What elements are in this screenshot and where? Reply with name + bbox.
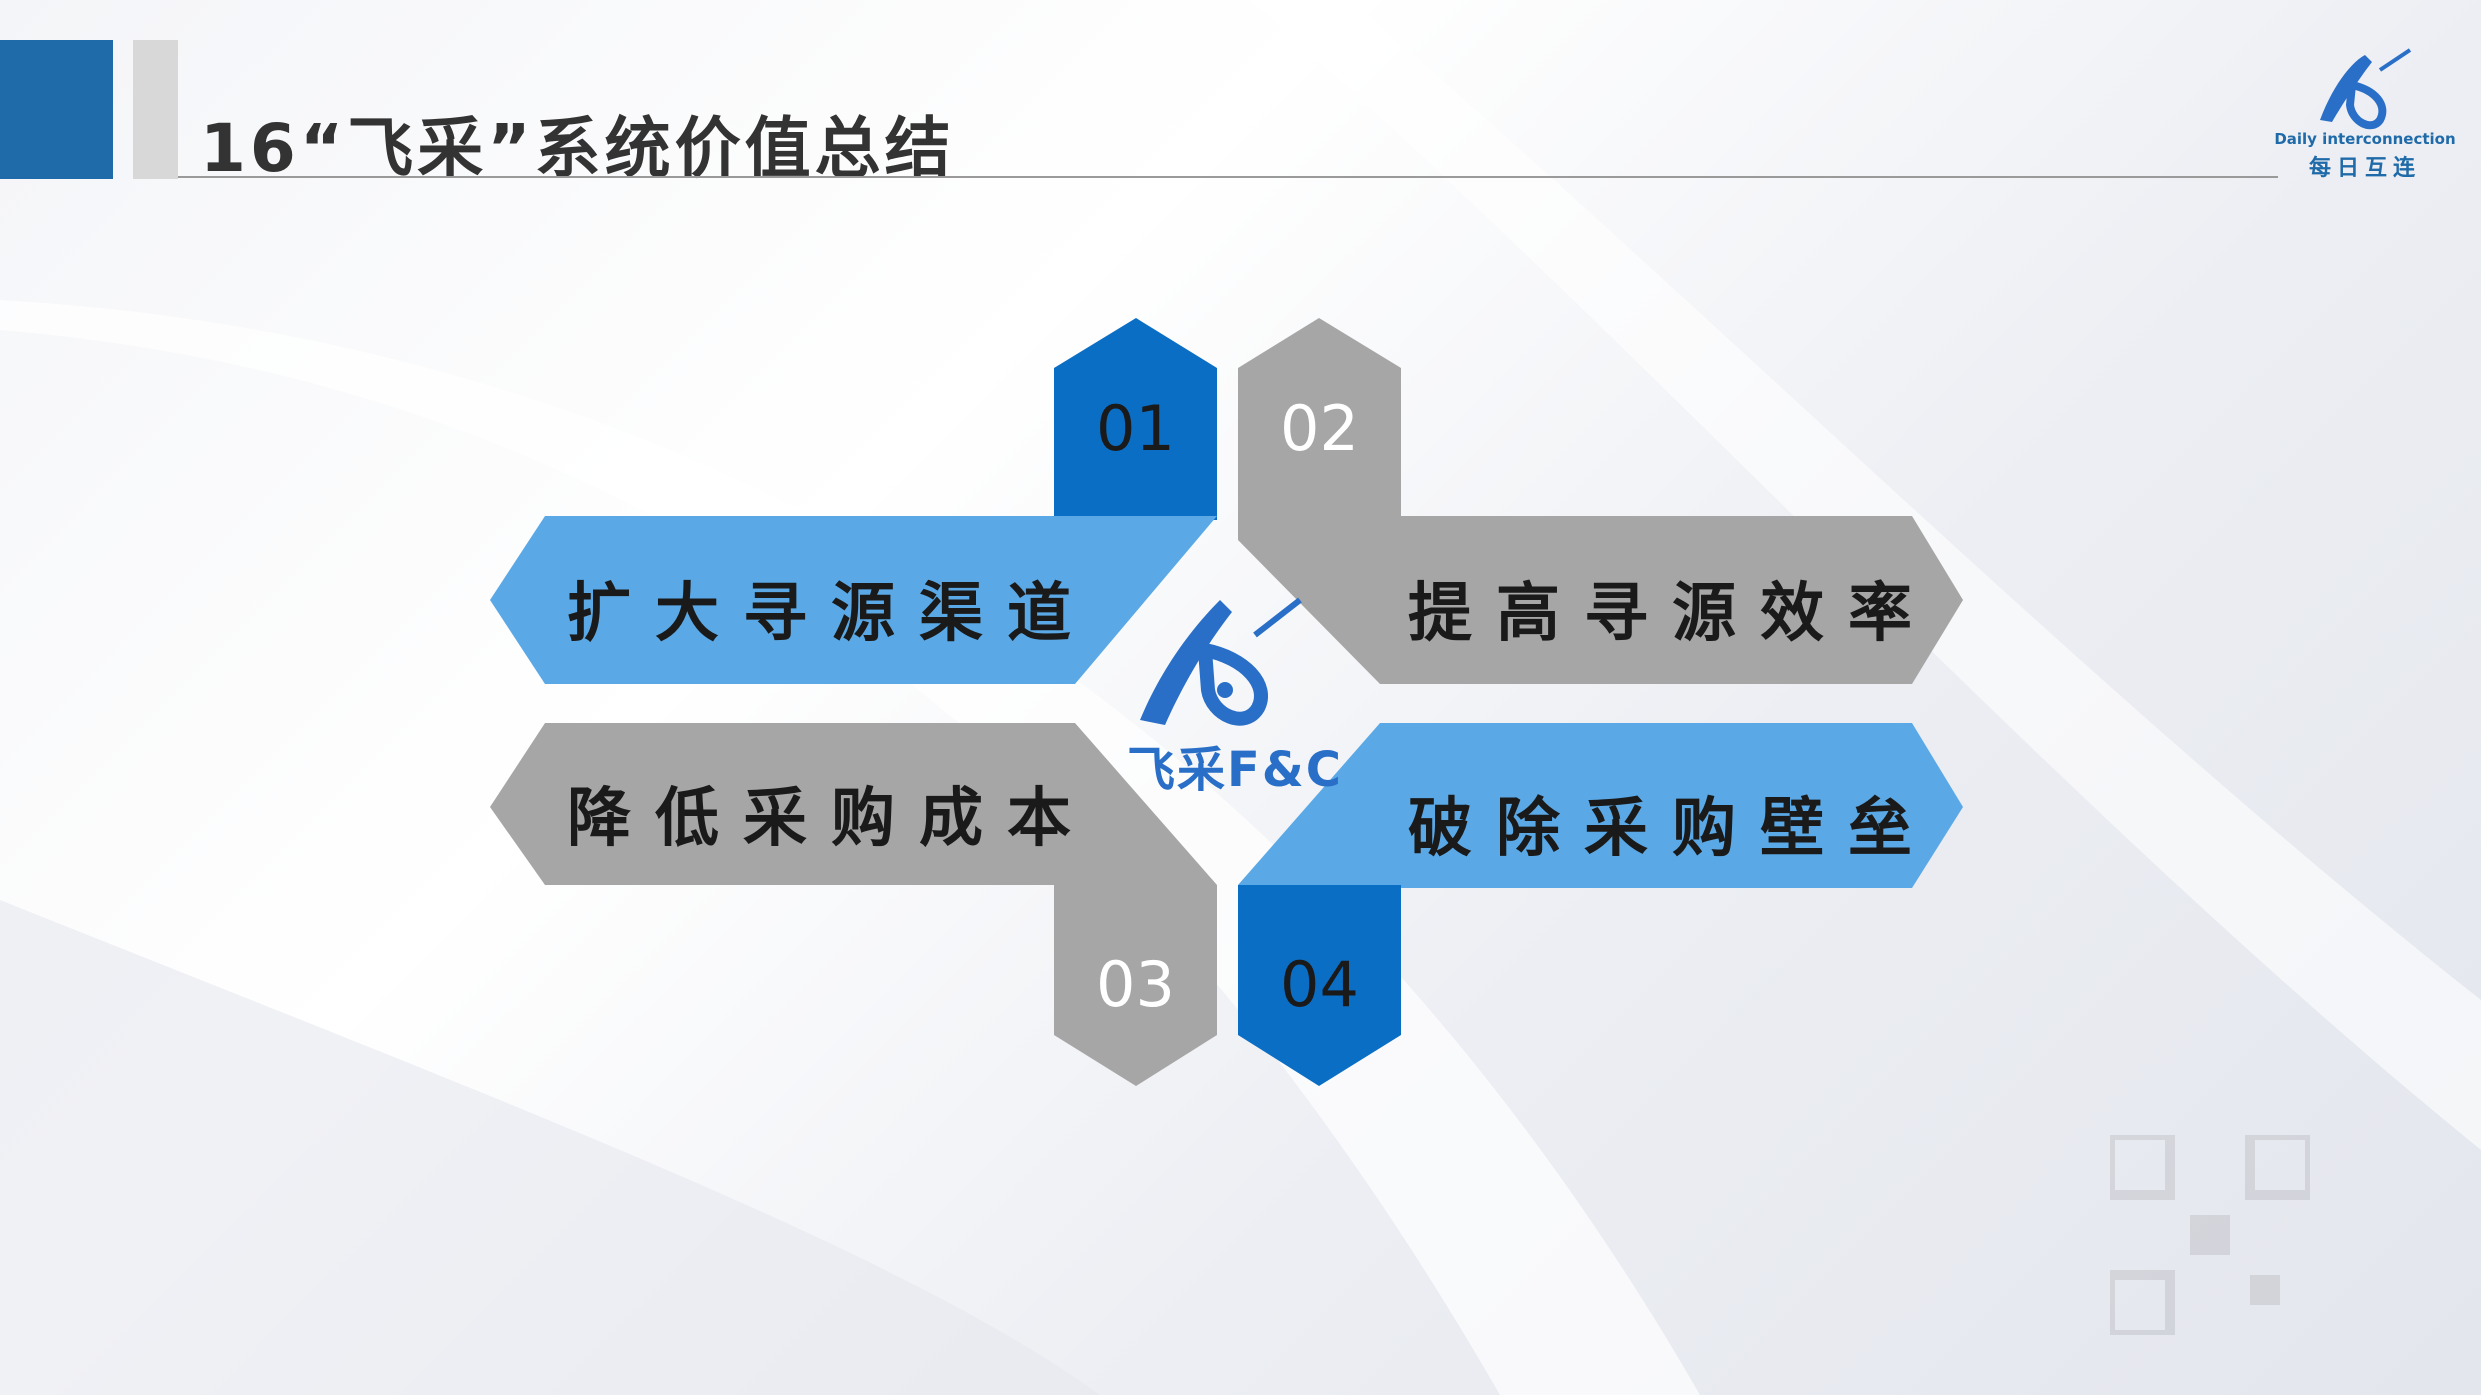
brand-logo-icon bbox=[2320, 48, 2412, 130]
item-04-bar bbox=[1238, 723, 1963, 888]
item-03-number: 03 bbox=[1096, 948, 1175, 1021]
item-04-label: 破除采购壁垒 bbox=[1408, 792, 1936, 866]
item-03-label: 降低采购成本 bbox=[567, 782, 1095, 856]
qr-code-watermark bbox=[2110, 1135, 2310, 1335]
item-01-bar bbox=[490, 516, 1217, 684]
header-accent-blue bbox=[0, 40, 113, 179]
item-02-number: 02 bbox=[1280, 392, 1359, 465]
item-04-tab bbox=[1238, 885, 1401, 1086]
item-01-number: 01 bbox=[1096, 392, 1175, 465]
item-01-tab bbox=[1054, 318, 1217, 520]
item-02-bar bbox=[1238, 516, 1963, 684]
brand-tagline: Daily interconnection bbox=[2274, 130, 2456, 148]
header-accent-gray bbox=[133, 40, 178, 179]
center-logo-icon bbox=[1140, 597, 1302, 726]
item-03-bar bbox=[490, 723, 1217, 885]
item-02-tab bbox=[1238, 318, 1401, 520]
header-divider bbox=[178, 176, 2278, 178]
item-01-label: 扩大寻源渠道 bbox=[567, 577, 1095, 651]
item-04-number: 04 bbox=[1280, 948, 1359, 1021]
page-title: 16“飞采”系统价值总结 bbox=[200, 110, 955, 187]
brand-name: 每日互连 bbox=[2308, 156, 2421, 181]
item-03-tab bbox=[1054, 885, 1217, 1086]
center-logo-text: 飞采F&C bbox=[1127, 742, 1343, 798]
item-02-label: 提高寻源效率 bbox=[1408, 577, 1936, 651]
